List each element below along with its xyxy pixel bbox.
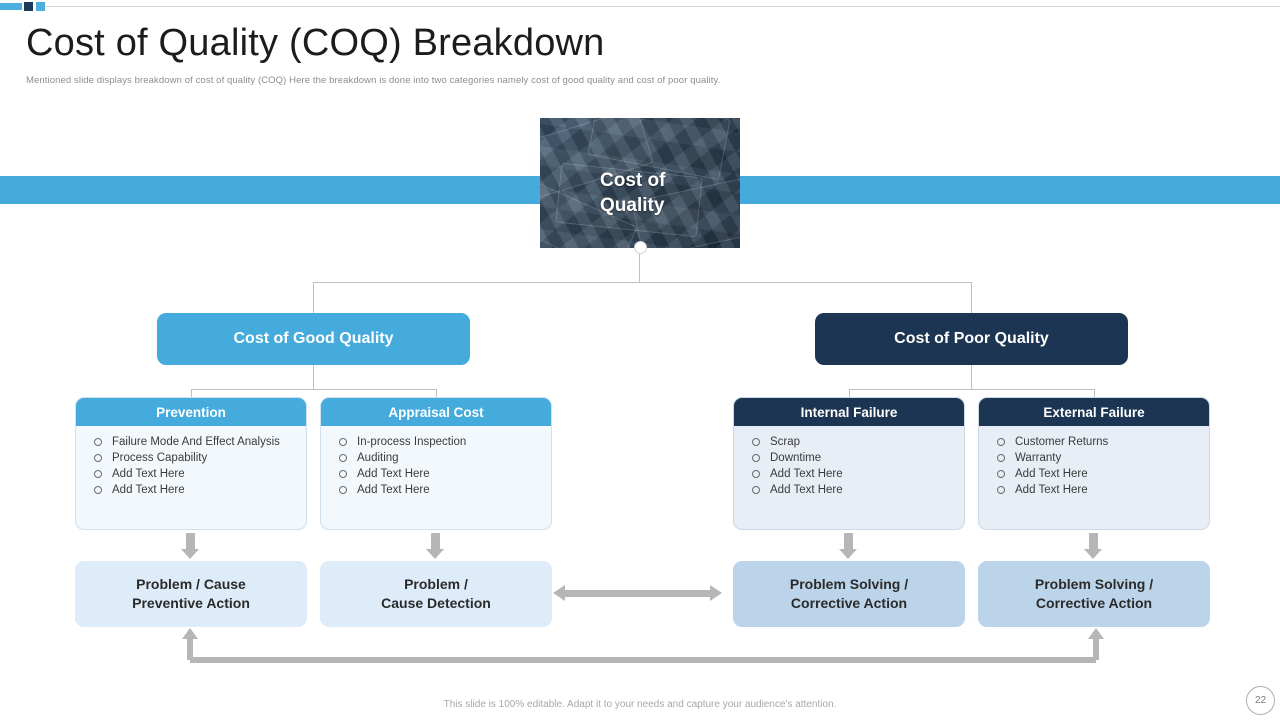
arrow-down-external-icon [1084, 533, 1102, 559]
hero-label: Cost of Quality [540, 168, 740, 218]
connector-poor-stem [971, 365, 972, 389]
bullet-circle-icon [339, 470, 347, 478]
list-item: Failure Mode And Effect Analysis [90, 434, 298, 450]
hero-label-line1: Cost of [600, 170, 666, 191]
list-item: Add Text Here [90, 482, 298, 498]
connector-good-bar [191, 389, 436, 390]
card-external-failure-header: External Failure [979, 398, 1209, 426]
connector-hero-stem [639, 252, 640, 282]
action-preventive-line2: Preventive Action [132, 595, 250, 611]
arrow-down-internal-icon [839, 533, 857, 559]
bullet-circle-icon [94, 438, 102, 446]
decor-square-blue-icon [36, 2, 45, 11]
action-detection-line1: Problem / [404, 576, 468, 592]
list-item: Auditing [335, 450, 543, 466]
arrow-up-loop-right-icon [1088, 628, 1104, 660]
bullet-circle-icon [997, 486, 1005, 494]
arrow-down-prevention-icon [181, 533, 199, 559]
bullet-circle-icon [997, 438, 1005, 446]
bullet-circle-icon [752, 438, 760, 446]
category-poor-quality[interactable]: Cost of Poor Quality [815, 313, 1128, 365]
bullet-circle-icon [752, 454, 760, 462]
connector-good-left [191, 389, 192, 399]
bullet-circle-icon [997, 454, 1005, 462]
arrow-up-loop-left-icon [182, 628, 198, 660]
list-item: Add Text Here [748, 482, 956, 498]
action-corrective-external[interactable]: Problem Solving / Corrective Action [978, 561, 1210, 627]
bullet-circle-icon [997, 470, 1005, 478]
hero-connector-dot [634, 241, 647, 254]
action-preventive[interactable]: Problem / Cause Preventive Action [75, 561, 307, 627]
connector-drop-poor [971, 282, 972, 314]
page-subtitle: Mentioned slide displays breakdown of co… [26, 75, 721, 86]
arrow-bidirectional-middle-icon [553, 585, 722, 601]
bullet-circle-icon [94, 454, 102, 462]
card-appraisal-cost[interactable]: Appraisal Cost In-process Inspection Aud… [320, 397, 552, 530]
card-appraisal-cost-list: In-process Inspection Auditing Add Text … [321, 434, 551, 498]
list-item: Warranty [993, 450, 1201, 466]
cost-of-quality-hero-image: Cost of Quality [540, 118, 740, 248]
header-rule [46, 6, 1280, 7]
card-prevention[interactable]: Prevention Failure Mode And Effect Analy… [75, 397, 307, 530]
action-corrective-internal[interactable]: Problem Solving / Corrective Action [733, 561, 965, 627]
connector-good-right [436, 389, 437, 399]
page-number: 22 [1254, 695, 1267, 706]
list-item: Scrap [748, 434, 956, 450]
connector-poor-right [1094, 389, 1095, 399]
decor-bar-icon [0, 3, 22, 10]
arrow-down-appraisal-icon [426, 533, 444, 559]
bullet-circle-icon [94, 486, 102, 494]
card-appraisal-cost-title: Appraisal Cost [388, 404, 484, 420]
hero-label-line2: Quality [600, 195, 665, 216]
list-item: Add Text Here [748, 466, 956, 482]
action-preventive-line1: Problem / Cause [136, 576, 246, 592]
action-corrective-internal-line1: Problem Solving / [789, 576, 909, 592]
bullet-circle-icon [94, 470, 102, 478]
action-corrective-external-line1: Problem Solving / [1034, 576, 1154, 592]
bullet-circle-icon [339, 486, 347, 494]
category-good-quality-label: Cost of Good Quality [233, 330, 394, 347]
action-corrective-external-line2: Corrective Action [1035, 595, 1153, 611]
bullet-circle-icon [752, 470, 760, 478]
list-item: Customer Returns [993, 434, 1201, 450]
bullet-circle-icon [339, 438, 347, 446]
card-prevention-title: Prevention [156, 404, 226, 420]
list-item: Downtime [748, 450, 956, 466]
card-internal-failure-header: Internal Failure [734, 398, 964, 426]
card-external-failure-title: External Failure [1043, 404, 1145, 420]
page-number-badge: 22 [1246, 686, 1275, 715]
category-good-quality[interactable]: Cost of Good Quality [157, 313, 470, 365]
card-external-failure[interactable]: External Failure Customer Returns Warran… [978, 397, 1210, 530]
bullet-circle-icon [752, 486, 760, 494]
card-prevention-list: Failure Mode And Effect Analysis Process… [76, 434, 306, 498]
page-title: Cost of Quality (COQ) Breakdown [26, 22, 605, 64]
feedback-loop-line [190, 657, 1096, 663]
connector-good-stem [313, 365, 314, 389]
card-prevention-header: Prevention [76, 398, 306, 426]
category-poor-quality-label: Cost of Poor Quality [894, 330, 1049, 347]
card-internal-failure[interactable]: Internal Failure Scrap Downtime Add Text… [733, 397, 965, 530]
connector-poor-left [849, 389, 850, 399]
card-internal-failure-title: Internal Failure [800, 404, 898, 420]
list-item: Add Text Here [90, 466, 298, 482]
card-appraisal-cost-header: Appraisal Cost [321, 398, 551, 426]
list-item: Add Text Here [335, 466, 543, 482]
card-external-failure-list: Customer Returns Warranty Add Text Here … [979, 434, 1209, 498]
list-item: Process Capability [90, 450, 298, 466]
connector-poor-bar [849, 389, 1094, 390]
connector-top-bar [313, 282, 971, 283]
card-internal-failure-list: Scrap Downtime Add Text Here Add Text He… [734, 434, 964, 498]
list-item: Add Text Here [993, 466, 1201, 482]
list-item: Add Text Here [335, 482, 543, 498]
footer-note: This slide is 100% editable. Adapt it to… [443, 699, 837, 710]
decor-square-navy-icon [24, 2, 33, 11]
connector-drop-good [313, 282, 314, 314]
bullet-circle-icon [339, 454, 347, 462]
list-item: In-process Inspection [335, 434, 543, 450]
action-detection[interactable]: Problem / Cause Detection [320, 561, 552, 627]
action-corrective-internal-line2: Corrective Action [790, 595, 908, 611]
list-item: Add Text Here [993, 482, 1201, 498]
action-detection-line2: Cause Detection [381, 595, 491, 611]
